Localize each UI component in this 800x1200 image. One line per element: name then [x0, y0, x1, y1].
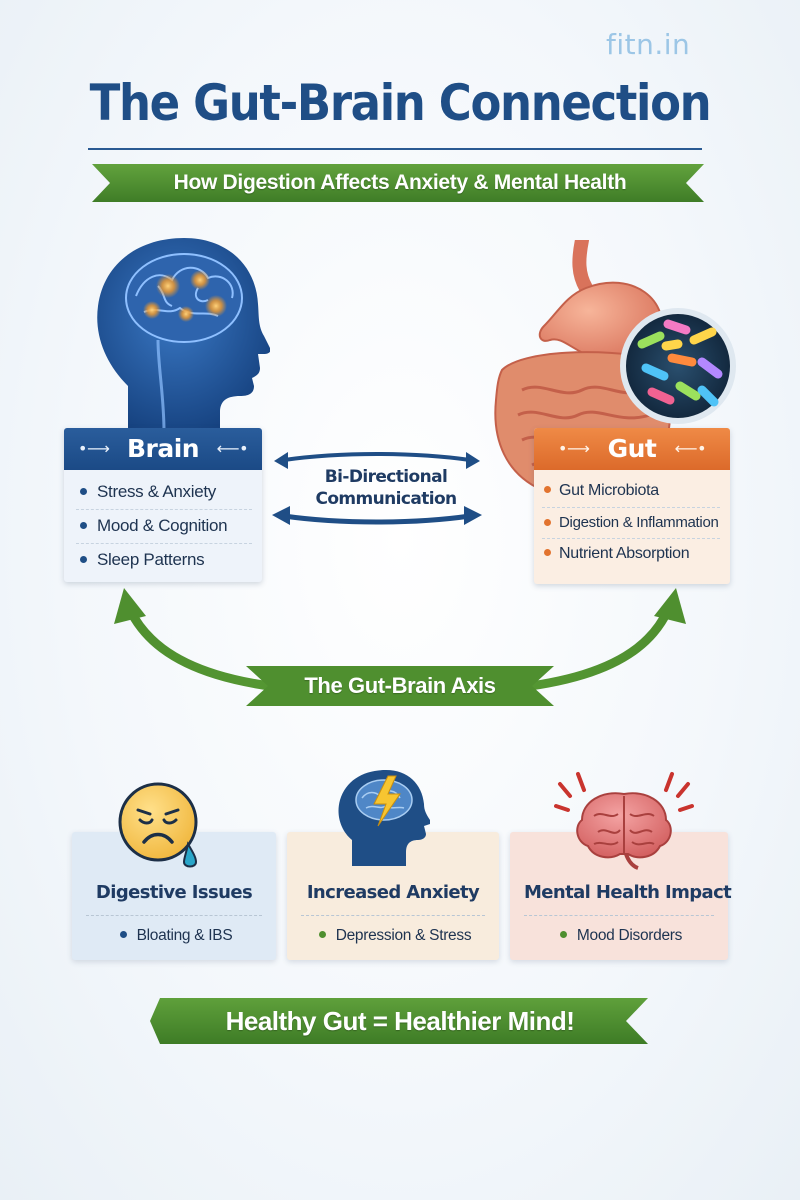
list-item: Mood & Cognition: [76, 510, 252, 544]
list-item: Digestion & Inflammation: [542, 508, 720, 539]
brain-card-header: •⟶ Brain ⟵•: [64, 428, 262, 470]
impact-item: Mood Disorders: [510, 916, 728, 945]
brain-card-list: Stress & Anxiety Mood & Cognition Sleep …: [64, 470, 262, 581]
header-arrow-deco-left: •⟶: [78, 439, 110, 458]
subtitle-ribbon: [92, 164, 704, 202]
impact-title: Mental Health Impact: [524, 832, 732, 916]
bullet-icon: [318, 931, 326, 939]
impact-item: Bloating & IBS: [72, 916, 276, 945]
impact-title: Digestive Issues: [86, 832, 262, 916]
gut-card: •⟶ Gut ⟵• Gut Microbiota Digestion & Inf…: [534, 428, 730, 584]
brain-head-illustration: [97, 238, 270, 432]
impact-item: Depression & Stress: [287, 916, 499, 945]
footer-slogan: Healthy Gut = Healthier Mind!: [225, 1006, 575, 1036]
axis-label: The Gut-Brain Axis: [304, 673, 496, 698]
header-arrow-deco-left: •⟶: [558, 439, 590, 458]
list-item: Gut Microbiota: [542, 476, 720, 508]
bullet-icon: [559, 931, 567, 939]
title-divider: [88, 148, 702, 150]
bullet-icon: [544, 518, 551, 526]
bullet-icon: [80, 522, 87, 530]
bullet-icon: [544, 549, 551, 557]
gut-card-title: Gut: [607, 434, 657, 463]
brand-logo-text: fitn.in: [606, 28, 691, 61]
gut-card-header: •⟶ Gut ⟵•: [534, 428, 730, 470]
header-arrow-deco-right: ⟵•: [216, 439, 249, 458]
brain-card-title: Brain: [126, 434, 200, 463]
page-title: The Gut-Brain Connection: [89, 74, 712, 132]
communication-label: Bi-Directional Communication: [315, 467, 457, 509]
bullet-icon: [119, 931, 127, 939]
bullet-icon: [80, 488, 87, 496]
list-item: Sleep Patterns: [76, 544, 252, 577]
head-lightning-icon: [338, 770, 430, 866]
list-item: Stress & Anxiety: [76, 476, 252, 510]
list-item: Nutrient Absorption: [542, 539, 720, 570]
bidirectional-arrows: [272, 452, 482, 525]
brain-card: •⟶ Brain ⟵• Stress & Anxiety Mood & Cogn…: [64, 428, 262, 582]
gut-card-list: Gut Microbiota Digestion & Inflammation …: [534, 470, 730, 574]
bullet-icon: [80, 556, 87, 564]
impact-title: Increased Anxiety: [301, 832, 485, 916]
page-subtitle: How Digestion Affects Anxiety & Mental H…: [173, 171, 627, 194]
brain-icon: [554, 772, 694, 870]
footer-ribbon: [150, 998, 648, 1044]
bullet-icon: [544, 486, 551, 494]
sad-face-icon: [118, 782, 198, 868]
gut-brain-axis-arc: [114, 588, 686, 706]
header-arrow-deco-right: ⟵•: [674, 439, 707, 458]
impact-card-digestive: Digestive Issues Bloating & IBS: [72, 832, 276, 960]
